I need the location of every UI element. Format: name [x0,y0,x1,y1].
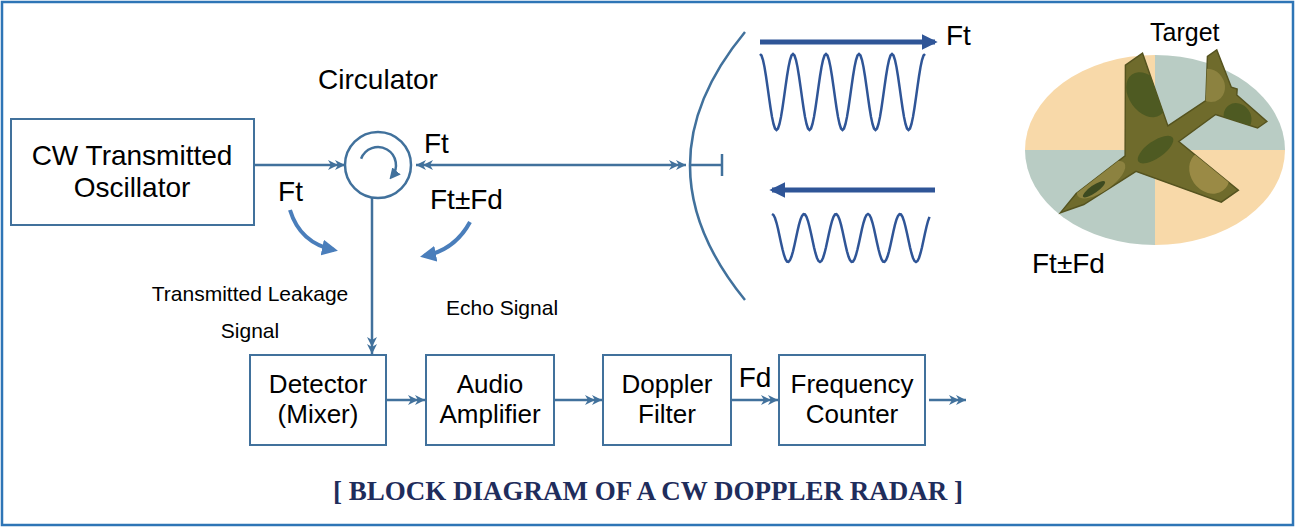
node-label: Frequency Counter [788,370,916,430]
antenna-feed-tip [721,154,724,176]
target-label: Target [1150,18,1219,47]
node-label: Audio Amplifier [435,370,545,430]
aircraft-camouflage [1039,31,1278,260]
aircraft-body [1013,17,1290,281]
signal-name: Echo Signal [446,296,558,320]
circulator-outline [343,130,413,200]
node-label: CW Transmitted Oscillator [20,140,245,204]
signal-connector [387,399,425,402]
circulator-ring [345,132,411,198]
process-box: Frequency Counter [778,354,926,446]
wave-group [760,54,930,262]
signal-connector [732,399,778,402]
signal-name: Transmitted Leakage Signal [150,276,350,350]
node-label: Detector (Mixer) [259,370,377,430]
camo-patch [1187,63,1232,108]
echo-wave [772,214,930,262]
signal-connector [255,164,346,167]
signal-label: Fd [737,363,774,394]
transmitted-wave [760,54,925,130]
target-background [1020,50,1290,250]
echo-direction-arrow [772,188,935,193]
signal-label: Ft±Fd [1032,248,1105,280]
antenna-dish [690,32,745,300]
process-box: Detector (Mixer) [249,354,387,446]
process-box: Audio Amplifier [425,354,555,446]
camo-patch [1181,143,1238,202]
leakage-signal-arrow [290,210,334,250]
aircraft-canopy [1081,178,1107,199]
camo-patch [1071,154,1131,205]
signal-label: Ft [424,128,449,160]
signal-label: Ft±Fd [430,184,503,216]
output-arrow [929,399,966,402]
signal-label: Ft [946,20,971,52]
circulator-direction-arrow [361,147,396,177]
antenna-feed [690,164,722,167]
process-box: Doppler Filter [602,354,732,446]
signal-connector [555,399,602,402]
transmit-direction-arrow [760,40,935,45]
circulator-circle: Circulator [343,130,413,200]
node-heading: Circulator [318,64,438,96]
echo-signal-arrow [424,222,470,256]
antenna-feed-line [416,164,686,167]
camo-patch [1134,131,1178,169]
camo-patch [1218,98,1257,138]
camo-patch [1118,65,1174,125]
node-label: Doppler Filter [612,370,722,430]
signal-label: Ft [276,177,305,208]
diagram-caption: [ BLOCK DIAGRAM OF A CW DOPPLER RADAR ] [0,476,1296,507]
signal-connector [371,197,374,354]
target-aircraft [1013,17,1290,281]
oscillator-box: CW Transmitted Oscillator [10,118,255,226]
